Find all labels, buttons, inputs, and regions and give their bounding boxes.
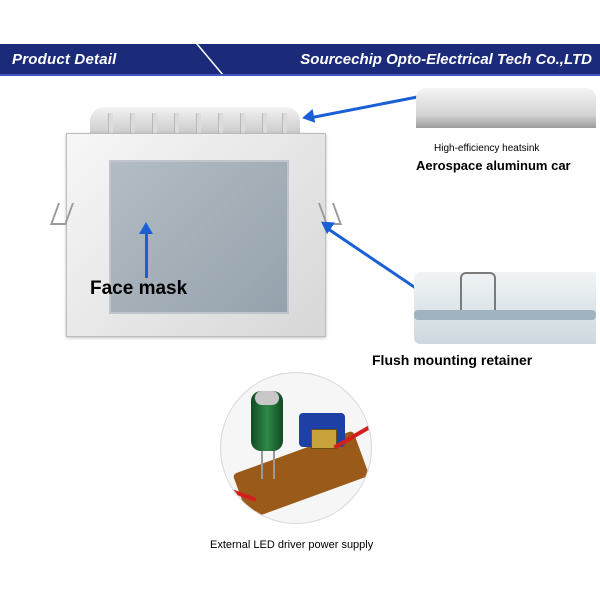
- heatsink-caption: High-efficiency heatsink: [434, 143, 540, 154]
- heatsink-material-label: Aerospace aluminum car: [416, 158, 571, 173]
- face-mask-arrowhead: [139, 222, 153, 234]
- retainer-detail-image: [414, 272, 596, 344]
- retainer-label: Flush mounting retainer: [372, 352, 533, 368]
- company-name: Sourcechip Opto-Electrical Tech Co.,LTD: [300, 51, 592, 68]
- header-banner: Product Detail Sourcechip Opto-Electrica…: [0, 44, 600, 78]
- panel-light-image: [49, 95, 343, 337]
- driver-image: [220, 372, 372, 524]
- panel-heatsink: [90, 107, 300, 135]
- panel-frame: [66, 133, 326, 337]
- product-detail-title: Product Detail: [12, 51, 117, 68]
- face-mask-label: Face mask: [90, 278, 188, 299]
- heatsink-arrowhead: [300, 108, 316, 126]
- face-mask-arrow: [145, 230, 148, 278]
- panel-diffuser: [109, 160, 289, 314]
- heatsink-detail-image: [416, 88, 596, 132]
- driver-caption: External LED driver power supply: [210, 539, 374, 551]
- header-underline: [0, 74, 600, 76]
- header-left-tab: [0, 44, 210, 74]
